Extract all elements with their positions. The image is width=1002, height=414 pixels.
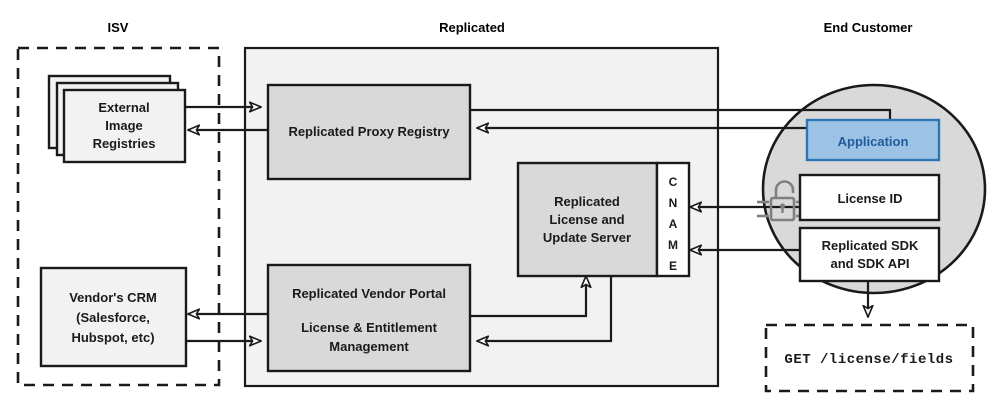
registries-label-line3: Registries xyxy=(93,136,156,151)
node-api-request[interactable]: GET /license/fields xyxy=(764,323,975,393)
license-server-label-line3: Update Server xyxy=(543,230,631,245)
node-cname-strip[interactable]: C N A M E xyxy=(655,161,691,278)
proxy-registry-box xyxy=(266,83,472,181)
edge-license-server-to-vendor-portal xyxy=(477,276,613,341)
replicated-sdk-box xyxy=(798,226,941,283)
node-license-update-server[interactable]: Replicated License and Update Server xyxy=(516,161,659,278)
zone-title-isv: ISV xyxy=(108,20,129,35)
cname-letter-a: A xyxy=(669,217,678,231)
cname-letter-c: C xyxy=(669,175,678,189)
node-replicated-vendor-portal[interactable]: Replicated Vendor Portal License & Entit… xyxy=(266,263,472,373)
vendor-portal-box xyxy=(266,263,472,373)
node-license-id[interactable]: License ID xyxy=(798,173,941,222)
proxy-registry-label: Replicated Proxy Registry xyxy=(288,124,450,139)
cname-letter-m: M xyxy=(668,238,678,252)
registry-stack-front xyxy=(62,88,187,164)
application-label: Application xyxy=(838,134,909,149)
crm-label-line2: (Salesforce, xyxy=(76,310,150,325)
vendor-portal-label-line3: Management xyxy=(329,339,409,354)
api-request-label: GET /license/fields xyxy=(784,352,953,368)
license-server-label-line2: License and xyxy=(549,212,624,227)
license-id-label: License ID xyxy=(837,191,902,206)
cname-box xyxy=(655,161,691,278)
node-external-image-registries[interactable]: External Image Registries xyxy=(47,74,187,164)
vendor-portal-label-line2: License & Entitlement xyxy=(301,320,437,335)
license-update-server-box xyxy=(516,161,659,278)
sdk-label-line1: Replicated SDK xyxy=(822,238,919,253)
cname-letter-e: E xyxy=(669,259,677,273)
edge-vendor-portal-to-license-server xyxy=(470,276,586,318)
vendor-portal-label-line1: Replicated Vendor Portal xyxy=(292,286,446,301)
node-replicated-sdk[interactable]: Replicated SDK and SDK API xyxy=(798,226,941,283)
isv-zone-boundary xyxy=(16,46,221,387)
license-id-box xyxy=(798,173,941,222)
cname-letter-n: N xyxy=(669,196,678,210)
registries-label-line1: External xyxy=(98,100,149,115)
node-application[interactable]: Application xyxy=(805,118,941,162)
sdk-label-line2: and SDK API xyxy=(831,256,910,271)
crm-box xyxy=(39,266,188,368)
registries-label-line2: Image xyxy=(105,118,143,133)
crm-label-line1: Vendor's CRM xyxy=(69,290,157,305)
zone-title-replicated: Replicated xyxy=(439,20,505,35)
node-replicated-proxy-registry[interactable]: Replicated Proxy Registry xyxy=(266,83,472,181)
license-server-label-line1: Replicated xyxy=(554,194,620,209)
crm-label-line3: Hubspot, etc) xyxy=(71,330,154,345)
node-vendors-crm[interactable]: Vendor's CRM (Salesforce, Hubspot, etc) xyxy=(39,266,188,368)
api-request-box xyxy=(764,323,975,393)
zone-title-end-customer: End Customer xyxy=(824,20,913,35)
application-box xyxy=(805,118,941,162)
